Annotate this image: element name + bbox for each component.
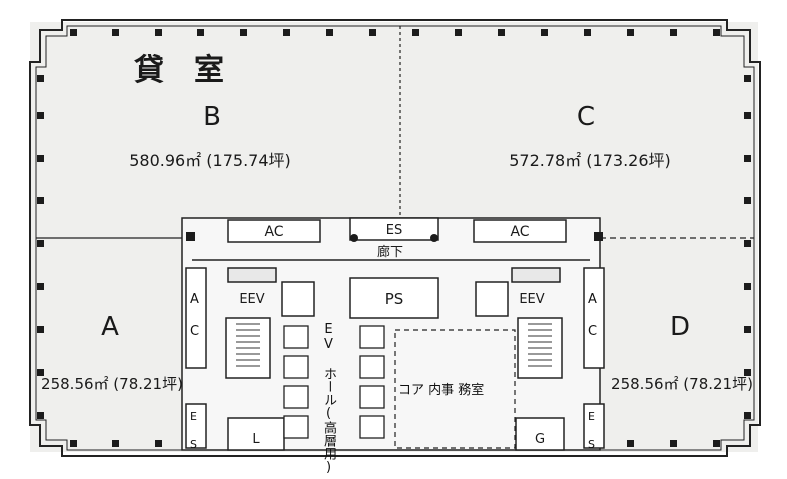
ps-label: PS: [385, 290, 404, 308]
es-left-label: E S: [187, 410, 200, 452]
ac-vertical-left-label: A C: [187, 292, 202, 340]
es-right-label: E S: [585, 410, 598, 452]
column-square: [326, 29, 333, 36]
column-square: [627, 29, 634, 36]
room-c-area: 572.78㎡ (173.26坪): [509, 151, 671, 170]
room-c-name: C: [577, 102, 595, 132]
column-square: [412, 29, 419, 36]
column-square: [112, 440, 119, 447]
column-square: [744, 326, 751, 333]
column-square: [584, 29, 591, 36]
room-a-area: 258.56㎡ (78.21坪): [41, 375, 183, 393]
column-square: [70, 440, 77, 447]
elevator-car: [359, 385, 385, 409]
column-square: [541, 29, 548, 36]
column-square: [744, 240, 751, 247]
column-square: [37, 75, 44, 82]
elevator-car: [359, 415, 385, 439]
column-square: [155, 29, 162, 36]
elevator-car: [283, 355, 309, 379]
elevator-car: [359, 355, 385, 379]
column-square: [744, 112, 751, 119]
eev-right-label: EEV: [519, 292, 544, 307]
ac-left-label: AC: [264, 224, 283, 240]
elevator-car: [283, 385, 309, 409]
column-square: [744, 197, 751, 204]
column-square: [744, 283, 751, 290]
ev-hall-label: EV ホール(高層用): [321, 322, 336, 475]
ac-vertical-right-label: A C: [585, 292, 600, 340]
room-b-name: B: [203, 102, 221, 132]
core-columns: [186, 232, 603, 242]
elevator-car: [359, 325, 385, 349]
room-a-name: A: [101, 312, 119, 342]
column-square: [498, 29, 505, 36]
column-square: [670, 440, 677, 447]
column-square: [37, 369, 44, 376]
column-square: [112, 29, 119, 36]
room-dividers: [36, 26, 754, 239]
column-square: [627, 440, 634, 447]
column-square: [155, 440, 162, 447]
outer-wall: [29, 19, 761, 457]
column-square: [37, 197, 44, 204]
elevator-cars: [283, 325, 385, 439]
column-square: [70, 29, 77, 36]
column-square: [713, 29, 720, 36]
column-square: [197, 29, 204, 36]
elevator-car: [283, 325, 309, 349]
column-square: [37, 412, 44, 419]
column-square: [37, 112, 44, 119]
column-square: [744, 155, 751, 162]
column-square: [744, 369, 751, 376]
g-room-label: G: [535, 432, 545, 447]
column-square: [37, 283, 44, 290]
l-room-label: L: [252, 432, 260, 447]
ac-right-label: AC: [510, 224, 529, 240]
eev-left-label: EEV: [239, 292, 264, 307]
stair-treads: [236, 323, 552, 367]
page-title: 貸 室: [134, 53, 224, 88]
column-square: [744, 412, 751, 419]
column-square: [455, 29, 462, 36]
core-office-label: コア 内事 務室: [398, 383, 485, 398]
column-square: [744, 75, 751, 82]
column-square: [713, 440, 720, 447]
column-square: [369, 29, 376, 36]
corridor-label: 廊下: [377, 244, 403, 260]
room-d-area: 258.56㎡ (78.21坪): [611, 375, 753, 393]
column-square: [240, 29, 247, 36]
column-square: [283, 29, 290, 36]
column-square: [37, 155, 44, 162]
column-square: [670, 29, 677, 36]
core-block: [181, 217, 605, 451]
room-d-name: D: [670, 312, 690, 342]
es-top-label: ES: [386, 223, 402, 238]
column-square: [37, 326, 44, 333]
room-b-area: 580.96㎡ (175.74坪): [129, 151, 291, 170]
elevator-car: [283, 415, 309, 439]
column-square: [37, 240, 44, 247]
